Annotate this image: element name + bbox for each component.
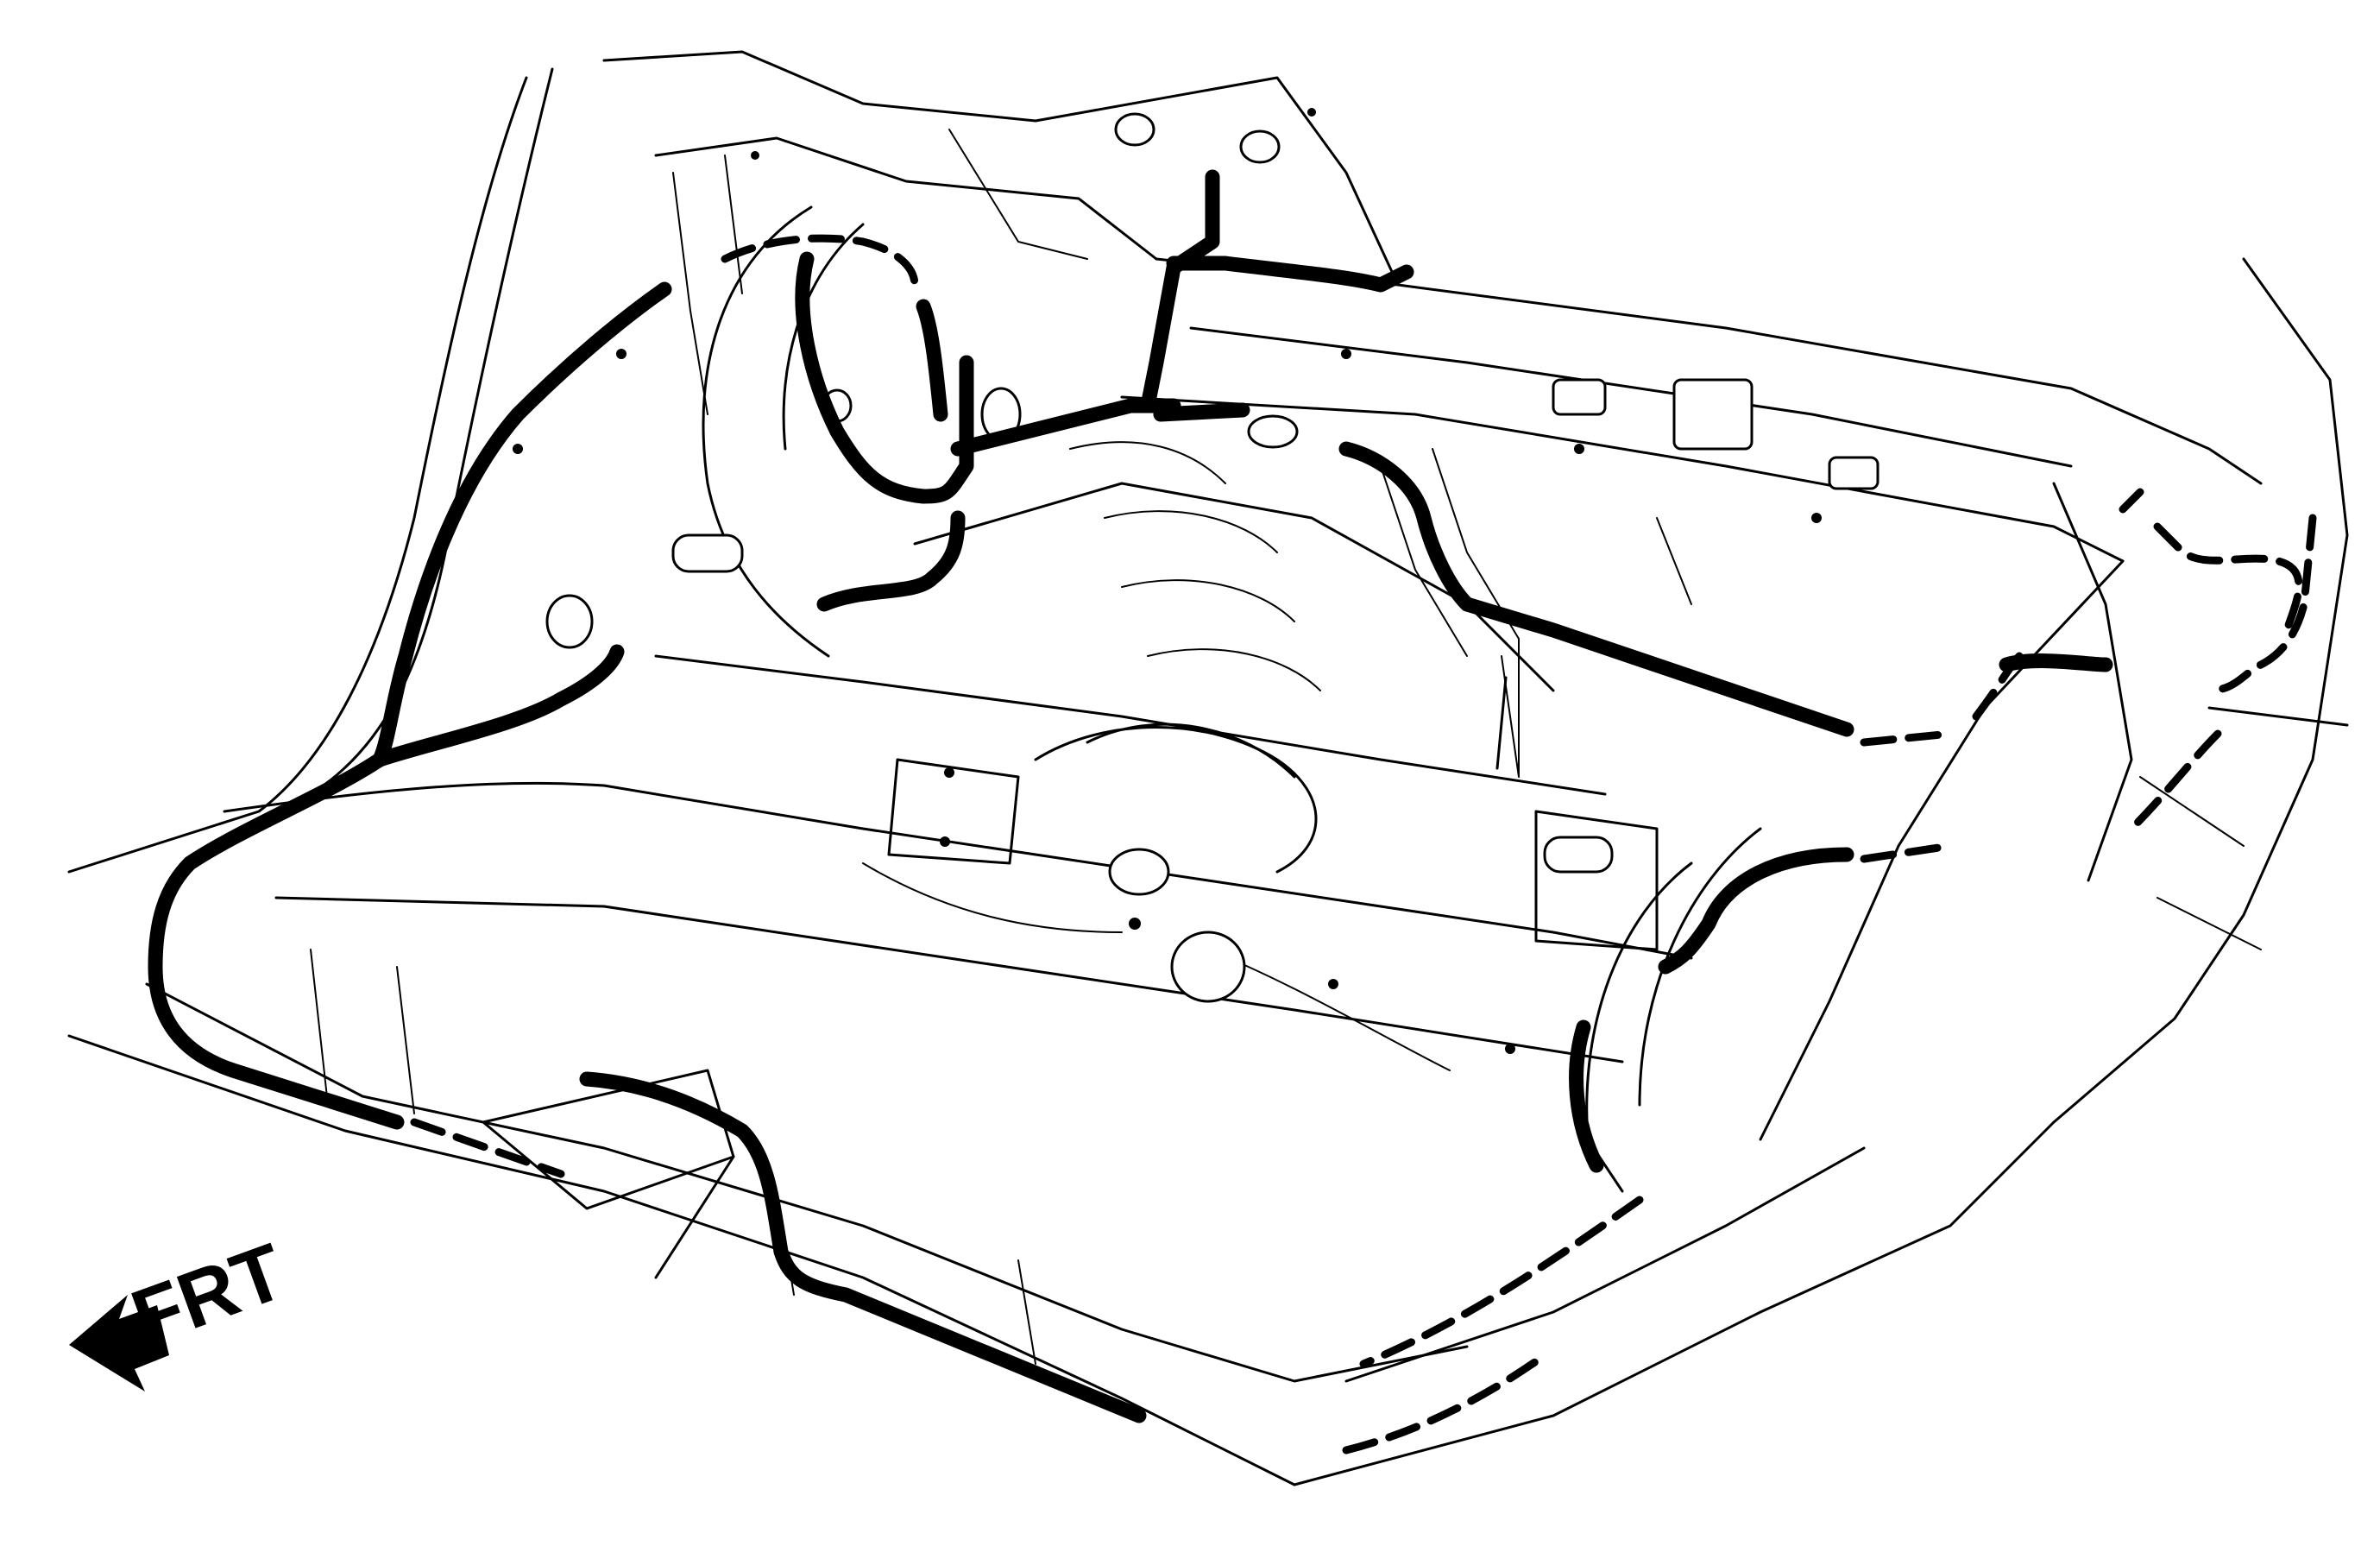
floor-hole xyxy=(1108,848,1170,896)
sealer-bead-wheelhouse-top xyxy=(916,299,948,422)
sealer-bead-left-quarter xyxy=(372,281,672,767)
floor-hole xyxy=(1247,414,1299,449)
floor-hole xyxy=(1170,931,1246,1003)
arrow-front-icon xyxy=(69,1295,169,1391)
body-structure-outline xyxy=(67,50,2349,1486)
sealer-bead-center-floor xyxy=(1338,441,1854,737)
access-holes xyxy=(545,112,1879,1003)
sealer-bead-hidden-right-tail xyxy=(2153,522,2303,634)
bracket xyxy=(1552,378,1607,416)
sealer-bead-floor-front xyxy=(579,1071,1147,1423)
back-panel-hole xyxy=(1239,129,1281,164)
frt-label: FRT xyxy=(121,1227,296,1363)
drain-slot xyxy=(671,533,744,573)
sealer-bead-right-quarter xyxy=(1999,653,2113,672)
sealer-bead-hidden-right-lower xyxy=(2127,729,2222,833)
sealer-bead-hidden-left-shelf xyxy=(2119,488,2144,514)
sealer-bead-parcel-shelf-mid xyxy=(1153,402,1250,422)
front-orientation-indicator: FRT xyxy=(69,1227,296,1391)
back-panel-hole xyxy=(1114,112,1155,147)
sealer-bead-left-rear-rail xyxy=(148,752,405,1130)
sealer-bead-back-panel-top xyxy=(1166,256,1414,293)
sealer-bead-hidden-right-rear xyxy=(1972,652,2024,721)
sealer-bead-hidden-left-rear xyxy=(410,1118,565,1178)
wheelhouse-hole xyxy=(545,594,594,649)
drain-slot xyxy=(1543,836,1614,874)
sealer-bead-hidden-right-panel xyxy=(1860,729,1955,863)
fastener-studs xyxy=(513,108,1822,1054)
sealer-bead-wheelhouse-lower xyxy=(816,510,966,612)
sealer-bead-parcel-shelf-left xyxy=(950,398,1181,457)
sealer-bead-hidden-wheelhouse-top xyxy=(721,234,919,289)
sealer-bead-left-wheelhouse xyxy=(372,644,625,767)
sealer-bead-wheelhouse-inner xyxy=(795,251,974,504)
sealer-bead-right-wheel-arch xyxy=(1658,847,1854,975)
sealer-bead-back-panel-vertical xyxy=(1140,169,1220,413)
bracket xyxy=(1672,378,1754,451)
sealer-beads-hidden xyxy=(410,234,2317,1455)
sealer-bead-right-wheel-arch-lower xyxy=(1569,1019,1604,1173)
sealer-bead-hidden-right-corner xyxy=(2205,514,2317,695)
panel-detail-lines xyxy=(310,129,2262,1365)
sealer-bead-hidden-rocker-lower xyxy=(1342,1351,1549,1455)
bracket xyxy=(1828,456,1879,490)
sealer-bead-hidden-rocker xyxy=(1359,1196,1644,1368)
